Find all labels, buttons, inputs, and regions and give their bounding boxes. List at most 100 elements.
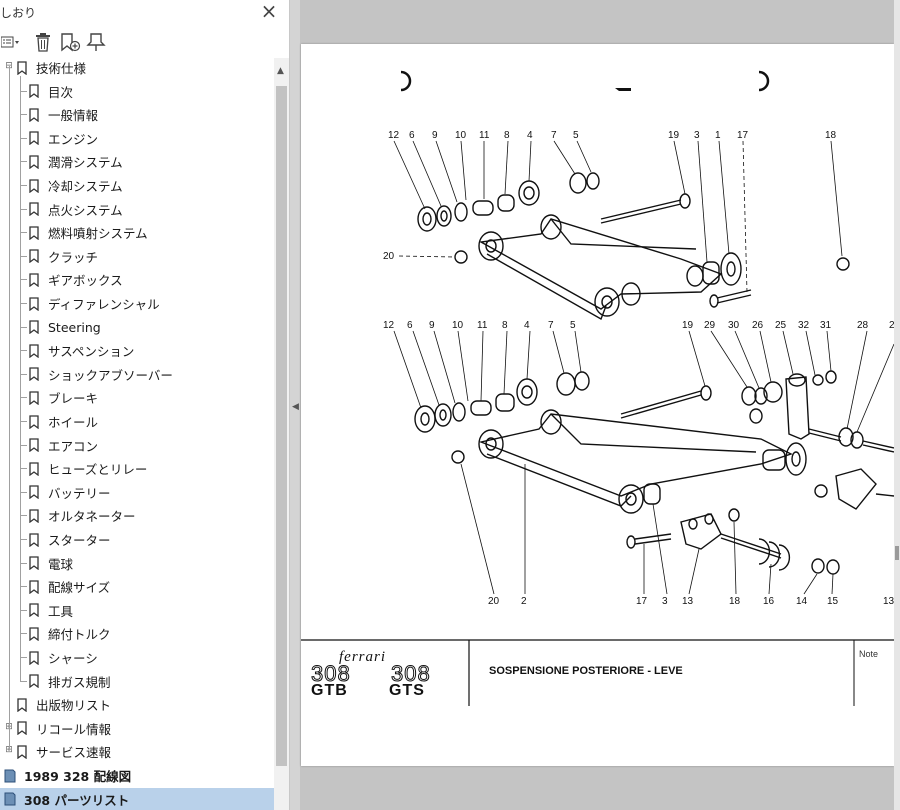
tree-branch-line [20,90,27,92]
svg-text:12: 12 [388,130,400,141]
collapse-panel-icon[interactable]: ◀ [292,402,299,412]
svg-text:29: 29 [704,320,716,331]
bookmark-icon [29,580,39,594]
bookmark-label: 排ガス規制 [48,674,111,690]
bookmark-label: ブレーキ [48,391,99,407]
bookmark-label: ディファレンシャル [48,297,160,312]
bookmark-label: 技術仕様 [36,61,87,76]
document-scrollbar[interactable] [894,0,900,810]
tree-branch-line [20,421,27,422]
bookmark-row[interactable]: 出版物リスト [0,693,274,716]
panel-header: しおり × [0,0,290,26]
bookmark-row[interactable]: Steering [0,316,274,339]
ferrari-logo: ferrari [339,649,387,665]
bookmark-label: ヒューズとリレー [48,462,148,478]
close-panel-button[interactable]: × [260,0,278,23]
bookmark-row[interactable]: 排ガス規制 [0,670,274,693]
bookmarks-toolbar [0,30,290,56]
bookmark-row[interactable]: 目次 [0,80,274,103]
bookmark-label: エンジン [48,131,99,147]
bookmark-icon [17,60,27,75]
svg-text:20: 20 [488,596,500,607]
bookmark-row[interactable]: サービス速報 [0,740,274,763]
bookmark-row[interactable]: エンジン [0,127,274,150]
svg-text:13: 13 [682,596,694,607]
svg-text:2: 2 [521,596,527,607]
svg-text:20: 20 [383,251,395,262]
bookmark-row[interactable]: ホイール [0,410,274,433]
tree-branch-line [20,114,27,116]
bookmark-row[interactable]: 技術仕様 [0,58,274,79]
expand-icon[interactable]: ⊞ [5,722,13,732]
panel-splitter[interactable] [290,0,300,810]
scroll-up-icon[interactable]: ▲ [277,66,284,76]
bookmark-icon [29,509,39,523]
options-menu-icon [1,36,19,48]
bookmark-row[interactable]: ヒューズとリレー [0,457,274,480]
bookmark-settings-button[interactable] [84,30,108,54]
svg-text:15: 15 [827,596,839,607]
bookmark-row[interactable]: リコール情報 [0,717,274,740]
svg-text:4: 4 [527,130,533,141]
bookmark-row[interactable]: 308 パーツリスト [0,787,274,810]
bookmark-row[interactable]: エアコン [0,434,274,457]
delete-bookmark-button[interactable] [32,30,54,54]
bookmark-row[interactable]: 工具 [0,599,274,622]
svg-text:8: 8 [504,130,510,141]
tree-branch-line [20,680,27,682]
bookmark-row[interactable]: ブレーキ [0,386,274,409]
bookmark-row[interactable]: 燃料噴射システム [0,221,274,244]
svg-text:11: 11 [477,320,488,331]
model-number-gtb: 308 [311,661,351,687]
svg-text:31: 31 [820,320,832,331]
bookmark-icon [29,249,39,264]
bookmark-row[interactable]: スターター [0,528,274,551]
bookmark-row[interactable]: ギアボックス [0,268,274,291]
bookmark-row[interactable]: オルタネーター [0,504,274,527]
svg-text:6: 6 [407,320,413,331]
svg-text:32: 32 [798,320,810,331]
bookmark-row[interactable]: 1989 328 配線図 [0,764,274,787]
tree-branch-line [20,303,27,304]
bookmark-label: バッテリー [48,485,111,501]
bookmark-row[interactable]: 潤滑システム [0,150,274,173]
bookmark-row[interactable]: シャーシ [0,646,274,669]
expand-icon[interactable]: ⊞ [5,745,13,756]
scroll-thumb[interactable] [276,86,287,766]
bookmark-label: 1989 328 配線図 [24,769,132,784]
svg-text:9: 9 [432,130,438,141]
bookmark-row[interactable]: 締付トルク [0,622,274,645]
bookmark-row[interactable]: クラッチ [0,245,274,268]
bookmark-row[interactable]: サスペンション [0,339,274,362]
bookmark-row[interactable]: 点火システム [0,198,274,221]
svg-text:7: 7 [551,130,557,141]
bookmark-icon [29,108,39,122]
bookmark-icon [29,556,39,571]
bookmark-row[interactable]: ディファレンシャル [0,292,274,315]
document-scroll-thumb[interactable] [895,546,899,560]
bookmarks-scrollbar[interactable]: ▲ [274,58,289,810]
svg-text:17: 17 [737,130,749,141]
tree-branch-line [20,539,27,540]
bookmark-label: サービス速報 [36,745,112,761]
bookmark-row[interactable]: 電球 [0,552,274,575]
options-menu-button[interactable] [0,30,22,54]
bookmark-icon [29,131,39,146]
new-bookmark-button[interactable] [58,30,82,54]
bookmark-row[interactable]: バッテリー [0,481,274,504]
bookmark-row[interactable]: 一般情報 [0,103,274,126]
collapse-icon[interactable]: ⊟ [5,61,13,71]
bookmark-row[interactable]: 配線サイズ [0,575,274,598]
bookmark-label: ホイール [48,415,99,430]
tree-branch-line [20,586,27,588]
panel-title: しおり [0,6,37,20]
bookmark-row[interactable]: 冷却システム [0,174,274,197]
bookmark-icon [29,155,39,169]
bookmark-label: 燃料噴射システム [48,226,148,242]
bookmark-label: エアコン [48,438,99,454]
svg-text:13: 13 [883,596,894,607]
bookmark-row[interactable]: ショックアブソーバー [0,363,274,386]
tree-branch-line [20,208,27,210]
